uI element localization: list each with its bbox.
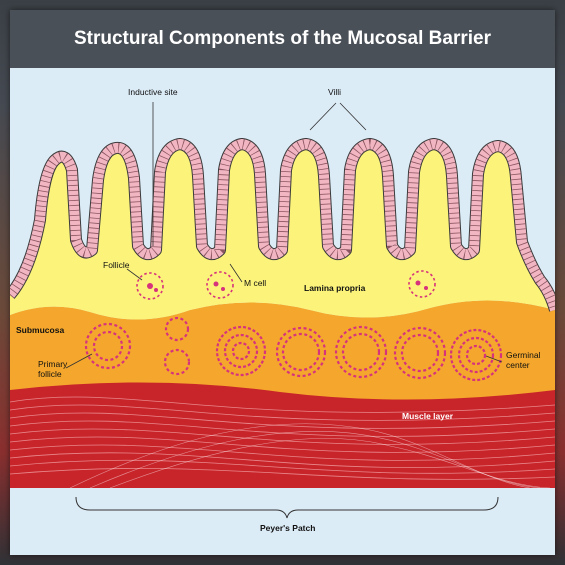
diagram-title: Structural Components of the Mucosal Bar… <box>73 28 491 49</box>
submucosa-layer <box>10 300 555 400</box>
label-primary-follicle-1: Primary <box>38 359 68 369</box>
label-germinal-center-1: Germinal <box>506 350 541 360</box>
diagram-frame: Structural Components of the Mucosal Bar… <box>10 10 555 555</box>
label-peyers-patch: Peyer's Patch <box>260 523 315 533</box>
label-muscle-layer: Muscle layer <box>402 411 454 421</box>
peyers-patch-bracket <box>75 496 499 519</box>
leader-lines <box>65 102 503 369</box>
label-primary-follicle-2: follicle <box>38 369 62 379</box>
villi-epithelium <box>10 138 555 312</box>
title-bar: Structural Components of the Mucosal Bar… <box>10 10 555 68</box>
muscle-layer <box>10 378 555 489</box>
label-germinal-center-2: center <box>506 360 530 370</box>
submucosa-follicles <box>84 316 503 382</box>
label-follicle: Follicle <box>103 260 130 270</box>
label-inductive-site: Inductive site <box>128 87 178 97</box>
label-m-cell: M cell <box>244 278 266 288</box>
label-submucosa: Submucosa <box>16 325 64 335</box>
mucosal-barrier-diagram: Inductive site Villi Follicle M cell Lam… <box>10 87 555 533</box>
follicle-group <box>136 270 436 300</box>
label-villi: Villi <box>328 87 341 97</box>
label-lamina-propria: Lamina propria <box>304 283 366 293</box>
